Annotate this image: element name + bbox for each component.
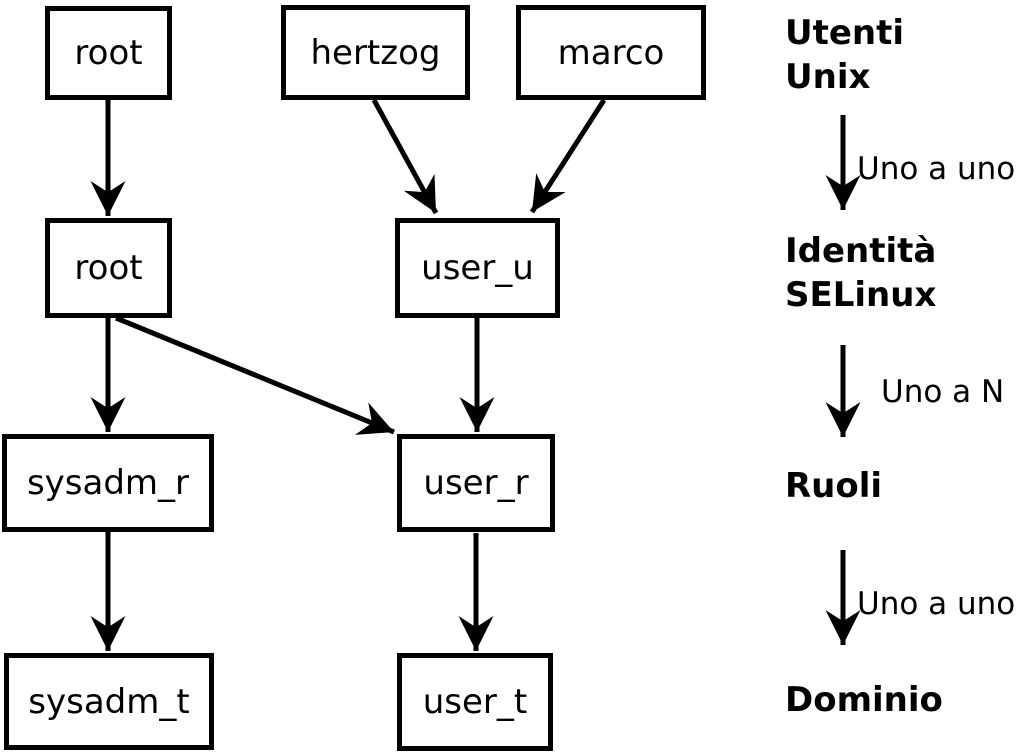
box-unix-user-hertzog: hertzog bbox=[281, 5, 470, 100]
box-label: user_u bbox=[421, 248, 534, 288]
box-label: sysadm_r bbox=[26, 463, 190, 503]
box-label: root bbox=[74, 248, 143, 288]
legend-relation-uno-a-uno-2: Uno a uno bbox=[857, 586, 1016, 622]
legend-relation-uno-a-uno-1: Uno a uno bbox=[857, 151, 1016, 187]
legend-level-utenti-unix: Utenti Unix bbox=[785, 13, 905, 97]
box-label: user_r bbox=[423, 463, 529, 503]
legend-relation-uno-a-n: Uno a N bbox=[881, 374, 1005, 410]
box-role-sysadm_r: sysadm_r bbox=[2, 434, 214, 532]
box-selinux-identity-root: root bbox=[45, 218, 172, 318]
edge-marco-to-user_u-arrow bbox=[529, 98, 607, 214]
edge-root-to-user_r-arrow bbox=[115, 315, 395, 435]
box-label: hertzog bbox=[310, 32, 441, 73]
edge-hertzog-to-user_u-arrow bbox=[371, 98, 439, 215]
box-selinux-identity-user_u: user_u bbox=[395, 218, 560, 318]
box-unix-user-root: root bbox=[45, 6, 172, 100]
box-role-user_r: user_r bbox=[397, 434, 555, 532]
legend-level-identita-selinux: Identità SELinux bbox=[785, 231, 937, 315]
legend-level-dominio: Dominio bbox=[785, 680, 943, 720]
box-label: root bbox=[74, 33, 143, 73]
box-label: marco bbox=[557, 32, 665, 73]
box-domain-sysadm_t: sysadm_t bbox=[4, 653, 214, 750]
box-domain-user_t: user_t bbox=[397, 653, 553, 751]
legend-level-ruoli: Ruoli bbox=[785, 466, 883, 506]
box-unix-user-marco: marco bbox=[516, 5, 706, 100]
box-label: sysadm_t bbox=[28, 681, 190, 722]
box-label: user_t bbox=[422, 682, 528, 722]
